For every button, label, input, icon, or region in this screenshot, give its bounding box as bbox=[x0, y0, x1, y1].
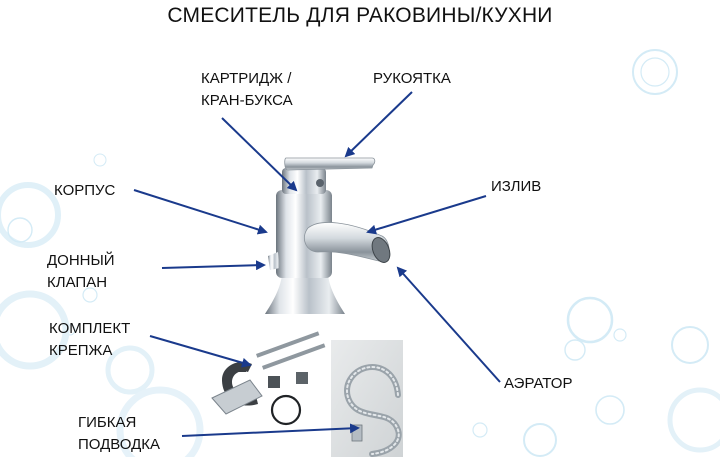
mounting-o-ring bbox=[270, 394, 302, 426]
mounting-nut-2 bbox=[296, 372, 308, 384]
faucet-body bbox=[276, 190, 332, 278]
faucet-drain-rod bbox=[268, 252, 280, 270]
arrow-hose bbox=[181, 423, 360, 437]
label-cartridge-line1: КАРТРИДЖ / bbox=[201, 70, 292, 87]
mounting-washer bbox=[236, 368, 246, 372]
flexible-hose-photo bbox=[331, 340, 403, 457]
callout-arrows bbox=[133, 91, 501, 437]
label-cartridge-line2: КРАН-БУКСА bbox=[201, 92, 293, 109]
faucet-handle-screw bbox=[316, 179, 324, 187]
arrow-body bbox=[133, 189, 268, 235]
faucet-illustration bbox=[265, 157, 391, 314]
mounting-stud-2 bbox=[262, 343, 326, 370]
decorative-bubbles bbox=[0, 49, 720, 457]
diagram-title: СМЕСИТЕЛЬ ДЛЯ РАКОВИНЫ/КУХНИ bbox=[167, 4, 553, 27]
arrow-drain bbox=[161, 260, 266, 271]
label-hose-line1: ГИБКАЯ bbox=[78, 414, 137, 431]
label-drain-line1: ДОННЫЙ bbox=[47, 252, 115, 269]
arrow-handle bbox=[344, 91, 413, 158]
mounting-stud-1 bbox=[255, 331, 320, 358]
label-drain-valve: ДОННЫЙ КЛАПАН bbox=[47, 250, 115, 294]
label-handle: РУКОЯТКА bbox=[373, 70, 451, 87]
arrow-cartridge bbox=[221, 117, 298, 192]
mounting-nut-1 bbox=[268, 376, 280, 388]
faucet-handle bbox=[284, 157, 376, 171]
arrow-aerator bbox=[396, 266, 501, 383]
label-drain-line2: КЛАПАН bbox=[47, 274, 108, 291]
faucet-aerator-tip bbox=[371, 237, 391, 263]
label-mounting-line2: КРЕПЖА bbox=[49, 342, 113, 359]
label-body: КОРПУС bbox=[54, 182, 116, 199]
label-flexible-hose: ГИБКАЯ ПОДВОДКА bbox=[78, 412, 160, 456]
label-hose-line2: ПОДВОДКА bbox=[78, 436, 161, 453]
arrow-spout bbox=[366, 195, 487, 235]
mounting-plate bbox=[211, 379, 263, 415]
label-cartridge: КАРТРИДЖ / КРАН-БУКСА bbox=[201, 68, 293, 112]
label-mounting-line1: КОМПЛЕКТ bbox=[49, 320, 131, 337]
label-mounting-kit: КОМПЛЕКТ КРЕПЖА bbox=[49, 318, 130, 362]
mounting-kit-illustration bbox=[211, 331, 326, 426]
label-aerator: АЭРАТОР bbox=[504, 375, 573, 392]
arrow-mounting bbox=[149, 335, 252, 368]
label-spout: ИЗЛИВ bbox=[491, 178, 542, 195]
faucet-base bbox=[265, 275, 345, 314]
